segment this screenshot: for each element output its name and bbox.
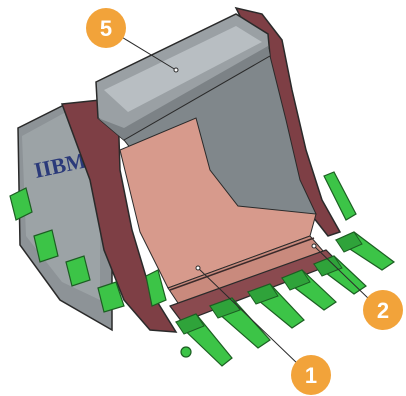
callout-label: 1: [305, 363, 317, 388]
wear-guard: [145, 269, 167, 307]
tooth-adapter: [209, 297, 241, 319]
tooth-adapter: [335, 231, 363, 253]
callout-label: 2: [377, 298, 389, 323]
callout-circle: [291, 355, 331, 395]
callout-circle: [86, 8, 126, 48]
right-wear-guard: [323, 171, 357, 221]
tooth-adapter: [247, 283, 279, 305]
leader-line-2: [313, 245, 371, 301]
callout-5: 5: [86, 8, 126, 48]
tooth-adapter: [281, 269, 311, 291]
leader-dot-1: [195, 265, 201, 271]
left-wear-guards: [9, 187, 167, 313]
callout-label: 5: [100, 16, 112, 41]
leader-line-1: [197, 267, 301, 367]
floor-weld-line: [169, 237, 315, 291]
tooth-adapters: [175, 231, 363, 335]
callout-circle: [363, 290, 403, 330]
top-bar-edge: [98, 46, 270, 140]
wear-guard: [9, 187, 33, 221]
callout-1: 1: [291, 355, 331, 395]
leader-lines: [119, 35, 371, 367]
corner-pin: [180, 346, 192, 358]
callout-2: 2: [363, 290, 403, 330]
wear-guard: [33, 229, 59, 263]
wear-guard: [65, 255, 91, 287]
leader-dot-5: [173, 67, 179, 73]
leader-line-5: [119, 35, 177, 71]
wear-guard: [97, 281, 125, 313]
top-bar-highlight: [104, 26, 262, 112]
leader-dot-2: [311, 243, 317, 249]
interior-floor: [119, 117, 317, 289]
tooth-adapter: [175, 313, 205, 335]
